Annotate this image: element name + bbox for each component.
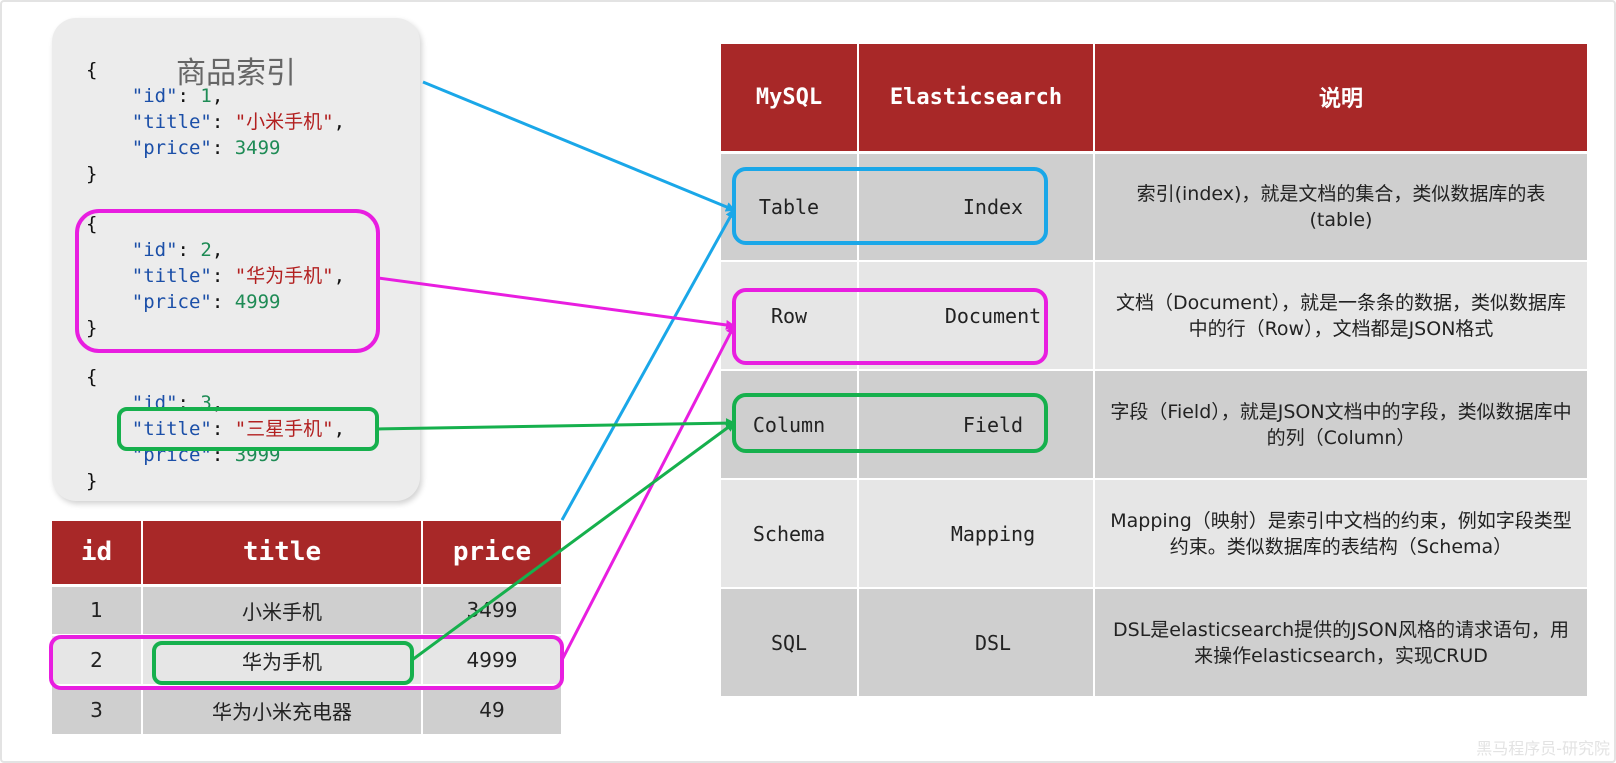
mysql-term: SQL <box>721 588 859 698</box>
mapping-row: SQL DSL DSL是elasticsearch提供的JSON风格的请求语句，… <box>721 588 1589 698</box>
es-term: Document <box>858 261 1095 371</box>
index-title: 商品索引 <box>176 56 296 91</box>
row-document-highlight <box>732 288 1048 365</box>
doc-1-id: 1 <box>200 85 212 107</box>
term-description: 索引(index)，就是文档的集合，类似数据库的表(table) <box>1094 152 1589 262</box>
mysql-term: Schema <box>721 479 859 589</box>
es-term: Mapping <box>858 479 1095 589</box>
cell-title: 华为小米充电器 <box>142 685 423 736</box>
es-term: DSL <box>858 588 1095 698</box>
row-2-title-highlight <box>152 641 414 685</box>
cell-to-column-arrow <box>411 421 736 662</box>
col-header-elasticsearch: Elasticsearch <box>858 44 1095 154</box>
doc-3-title-highlight <box>117 407 379 451</box>
cell-price: 49 <box>422 685 563 736</box>
index-to-table-arrow <box>422 80 736 212</box>
doc-1-title: "小米手机" <box>234 111 334 133</box>
mapping-table-header: MySQL Elasticsearch 说明 <box>721 44 1589 154</box>
mysql-term: Row <box>721 261 859 371</box>
index-card: 商品索引 <box>52 18 420 501</box>
column-field-highlight <box>732 393 1048 453</box>
cell-price: 4999 <box>422 635 563 686</box>
doc-to-row-arrow <box>377 276 736 330</box>
col-header-price: price <box>422 521 563 587</box>
term-description: 文档（Document），就是一条条的数据，类似数据库中的行（Row），文档都是… <box>1094 261 1589 371</box>
cell-id: 3 <box>52 685 143 736</box>
field-to-column-arrow <box>376 418 736 431</box>
row-2-highlight <box>49 635 564 690</box>
mapping-row: Row Document 文档（Document），就是一条条的数据，类似数据库… <box>721 261 1589 371</box>
product-table: id title price 1 小米手机 3499 2 华为手机 4999 3… <box>52 521 563 736</box>
term-description: DSL是elasticsearch提供的JSON风格的请求语句，用来操作elas… <box>1094 588 1589 698</box>
watermark: 黑马程序员-研究院 <box>1476 739 1610 758</box>
table-row: 1 小米手机 3499 <box>52 585 563 636</box>
mapping-row: Column Field 字段（Field），就是JSON文档中的字段，类似数据… <box>721 370 1589 480</box>
mapping-row: Schema Mapping Mapping（映射）是索引中文档的约束，例如字段… <box>721 479 1589 589</box>
doc-1-price: 3499 <box>234 137 281 159</box>
doc-3-title: "三星手机" <box>234 418 334 440</box>
table-row-to-row-arrow <box>560 324 736 661</box>
json-doc-2: { "id": 2, "title": "华为手机", "price": 499… <box>86 213 346 339</box>
doc-2-title: "华为手机" <box>234 265 334 287</box>
cell-id: 2 <box>52 635 143 686</box>
doc-3-id: 3 <box>200 392 212 414</box>
doc-2-id: 2 <box>200 239 212 261</box>
mysql-term: Column <box>721 370 859 480</box>
term-description: 字段（Field），就是JSON文档中的字段，类似数据库中的列（Column） <box>1094 370 1589 480</box>
table-index-highlight <box>732 167 1048 245</box>
col-header-mysql: MySQL <box>721 44 859 154</box>
table-row: 3 华为小米充电器 49 <box>52 685 563 736</box>
cell-title: 小米手机 <box>142 585 423 636</box>
mapping-table: MySQL Elasticsearch 说明 Table Index 索引(in… <box>721 44 1589 698</box>
json-doc-1: { "id": 1, "title": "小米手机", "price": 349… <box>86 59 346 185</box>
cell-price: 3499 <box>422 585 563 636</box>
col-header-id: id <box>52 521 143 587</box>
doc-2-highlight <box>75 209 380 353</box>
product-table-header: id title price <box>52 521 563 587</box>
doc-2-price: 4999 <box>234 291 281 313</box>
col-header-title: title <box>142 521 423 587</box>
es-term: Field <box>858 370 1095 480</box>
col-header-description: 说明 <box>1094 44 1589 154</box>
term-description: Mapping（映射）是索引中文档的约束，例如字段类型约束。类似数据库的表结构（… <box>1094 479 1589 589</box>
rows-to-table-arrow <box>560 208 736 521</box>
cell-id: 1 <box>52 585 143 636</box>
